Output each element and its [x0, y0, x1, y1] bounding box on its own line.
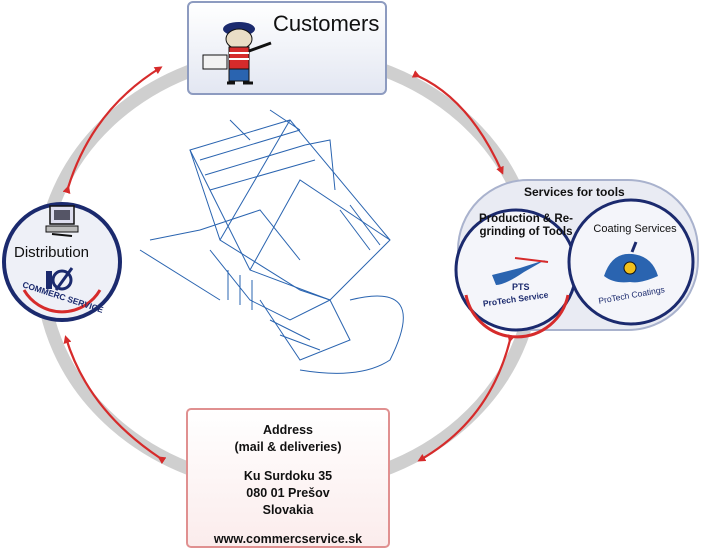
website-link[interactable]: www.commercservice.sk	[213, 532, 363, 546]
arrow-services-to-address	[417, 334, 516, 462]
services-node	[454, 179, 699, 339]
svg-text:PTS: PTS	[512, 282, 530, 292]
production-title: Production & Re-grinding of Tools	[479, 213, 573, 238]
address-country: Slovakia	[262, 503, 314, 517]
services-title: Services for tools	[524, 185, 625, 199]
arrow-customers-to-services	[411, 70, 504, 175]
address-street: Ku Surdoku 35	[243, 469, 333, 483]
coating-title: Coating Services	[593, 223, 677, 235]
commerc-service-logo-icon	[46, 267, 74, 291]
customers-node: Customers	[187, 1, 387, 95]
computer-icon	[45, 205, 79, 237]
house-sketch-icon	[139, 109, 404, 374]
ring-arrows	[62, 66, 516, 465]
address-node: Address (mail & deliveries) Ku Surdoku 3…	[186, 408, 390, 548]
distribution-node	[2, 202, 122, 322]
protech-coatings-logo-icon	[604, 241, 658, 283]
address-subheading: (mail & deliveries)	[234, 440, 342, 454]
pts-logo-icon: PTS	[492, 257, 549, 292]
arrow-distribution-to-customers	[62, 66, 163, 194]
customer-mascot-icon	[202, 22, 272, 85]
distribution-label: Distribution	[14, 244, 90, 261]
customers-title: Customers	[273, 11, 380, 36]
address-city: 080 01 Prešov	[246, 486, 330, 500]
address-heading: Address	[262, 423, 314, 437]
arrow-address-to-distribution	[63, 335, 167, 465]
